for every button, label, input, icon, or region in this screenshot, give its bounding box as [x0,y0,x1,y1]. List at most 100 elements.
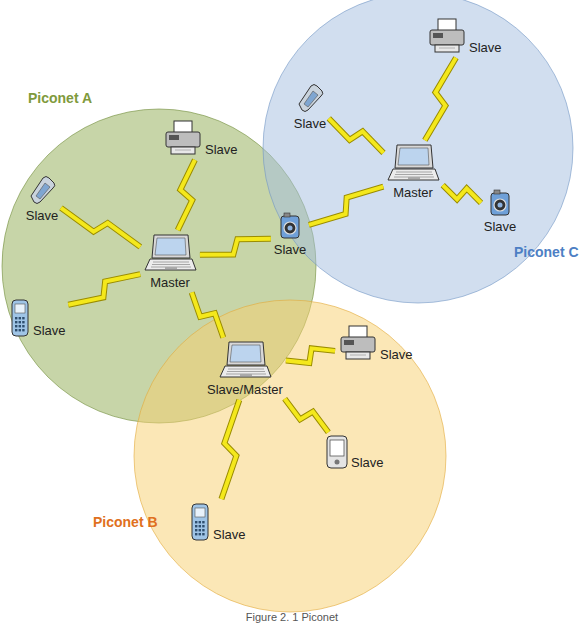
icon-part [304,91,318,107]
wireless-link [200,239,271,255]
icon-part [195,533,197,535]
printer-icon [427,17,467,55]
icon-part [22,321,24,323]
bolt-fill [329,118,384,152]
icon-part [284,213,290,217]
device-role: Slave [213,527,246,542]
icon-part [349,326,367,338]
bolt-outline [329,118,384,152]
bolt-fill [61,208,140,247]
wireless-link [286,348,335,363]
piconet-outline [134,300,446,612]
bolt-fill [221,400,239,499]
icon-part [228,369,264,370]
icon-part [199,525,201,527]
printer-icon [163,119,203,157]
icon-part [398,148,429,165]
icon-part [220,366,271,377]
bluetooth-device: Slave [163,119,238,157]
icon-part [153,262,189,263]
phone-icon [189,502,211,542]
icon-part [195,525,197,527]
icon-part [192,504,208,540]
icon-part [15,329,17,331]
icon-part [199,529,201,531]
icon-part [299,85,323,112]
icon-part [396,172,432,173]
wireless-link [425,58,456,140]
icon-part [15,317,17,319]
bolt-fill [178,160,195,230]
icon-part [344,340,354,345]
icon-part [230,345,261,362]
icon-part [15,321,17,323]
icon-part [288,226,293,231]
icon-part [36,183,50,199]
icon-part [195,508,205,517]
icon-part [171,147,195,154]
laptop-icon [218,340,272,380]
bolt-outline [425,58,456,140]
bluetooth-device: Slave/Master [207,340,283,397]
device-role: Slave/Master [207,382,283,397]
device-role: Slave [33,323,66,338]
bolt-fill [285,399,329,432]
device-role: Slave [469,40,502,55]
pda-icon [325,434,349,470]
bluetooth-device: Slave [189,502,246,542]
icon-part [284,222,296,234]
icon-part [395,174,433,175]
icon-part [341,337,375,352]
icon-part [433,33,443,38]
bolt-outline [285,399,329,432]
icon-part [435,45,459,52]
printer-icon [338,324,378,362]
piconet-label: Piconet C [514,244,579,260]
icon-part [165,267,177,269]
figure-caption: Figure 2. 1 Piconet [246,611,338,623]
icon-part [195,521,197,523]
icon-part [491,193,509,215]
icon-part [227,342,265,365]
icon-part [155,238,186,255]
bolt-outline [221,400,239,499]
bluetooth-device: Slave [427,17,502,55]
wireless-link [68,274,140,305]
bolt-outline [68,274,140,305]
icon-part [240,374,252,376]
laptop-icon [386,143,440,183]
camera-icon [489,189,511,217]
icon-part [430,30,464,45]
bolt-fill [443,185,481,203]
bluetooth-device: Slave [294,82,327,131]
wireless-link [329,118,384,152]
device-role: Master [150,275,190,290]
bolt-fill [68,274,140,305]
wireless-link [309,187,383,225]
icon-part [494,199,506,211]
icon-part [202,521,204,523]
icon-part [346,352,370,359]
bolt-outline [178,160,195,230]
flip-icon [27,174,57,206]
phone-icon [9,298,31,338]
icon-part [19,317,21,319]
piconet-label: Piconet B [93,514,158,530]
icon-part [19,325,21,327]
icon-part [395,145,433,168]
icon-part [175,150,191,151]
device-role: Master [393,185,433,200]
icon-part [498,203,503,208]
bluetooth-device: Slave [325,434,384,470]
icon-part [202,529,204,531]
wireless-link [221,400,239,499]
bluetooth-device: Master [386,143,440,200]
icon-part [22,317,24,319]
device-role: Slave [380,347,413,362]
bolt-outline [61,208,140,247]
bolt-outline [200,239,271,255]
bluetooth-device: Slave [338,324,413,362]
icon-part [22,329,24,331]
bolt-outline [192,292,224,337]
